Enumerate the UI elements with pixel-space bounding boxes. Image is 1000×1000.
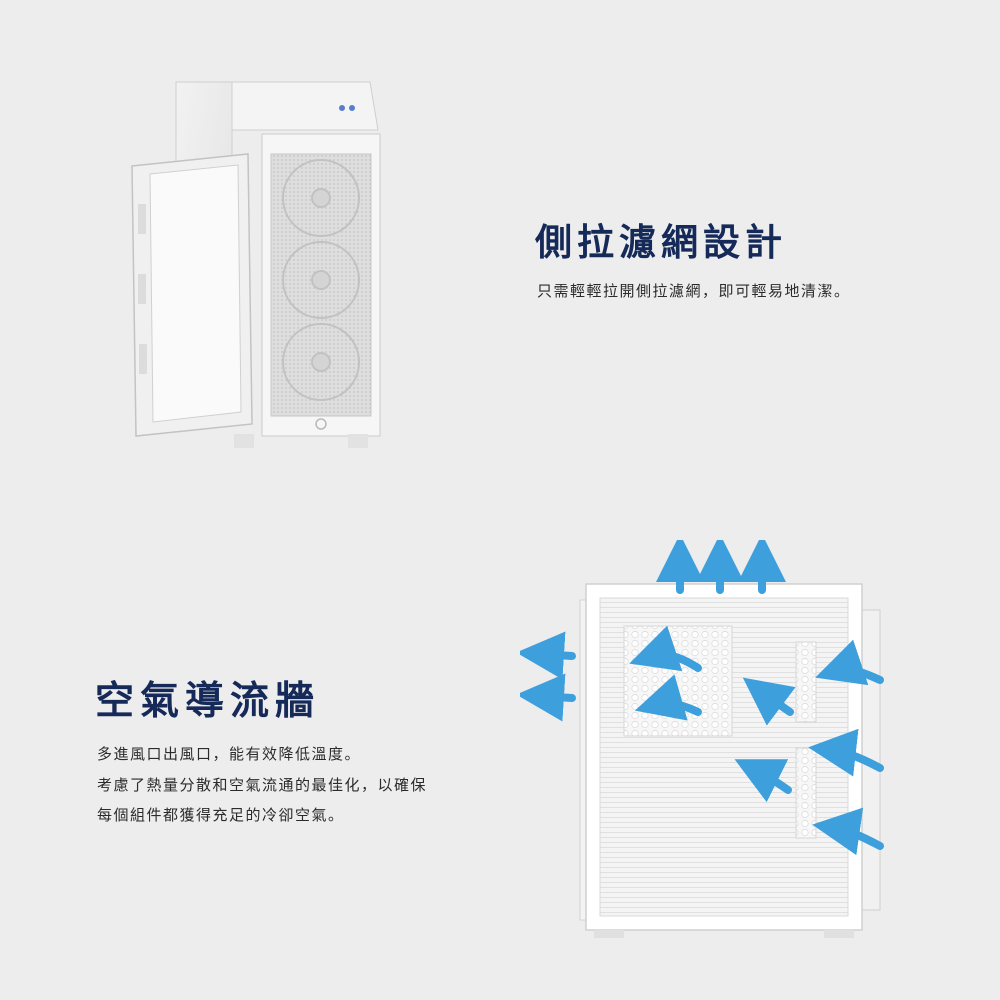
airflow-description-line-2: 考慮了熱量分散和空氣流通的最佳化，以確保	[97, 775, 428, 794]
airflow-description-line-1: 多進風口出風口，能有效降低溫度。	[97, 744, 362, 763]
airflow-feature: 空氣導流牆 多進風口出風口，能有效降低溫度。 考慮了熱量分散和空氣流通的最佳化，…	[95, 679, 515, 831]
airflow-title: 空氣導流牆	[95, 679, 321, 724]
side-filter-title: 側拉濾網設計	[535, 221, 787, 264]
pc-case-airflow-drawing	[516, 534, 884, 938]
side-filter-feature: 側拉濾網設計 只需輕輕拉開側拉濾網，即可輕易地清潔。	[535, 221, 955, 305]
pc-case-side-filter-image	[128, 74, 390, 454]
pc-case-side-filter-drawing	[131, 81, 381, 448]
side-filter-description: 只需輕輕拉開側拉濾網，即可輕易地清潔。	[537, 281, 851, 300]
pc-case-airflow-image	[516, 534, 920, 950]
airflow-description: 多進風口出風口，能有效降低溫度。 考慮了熱量分散和空氣流通的最佳化，以確保 每個…	[97, 739, 515, 831]
airflow-description-line-3: 每個組件都獲得充足的冷卻空氣。	[97, 806, 345, 825]
